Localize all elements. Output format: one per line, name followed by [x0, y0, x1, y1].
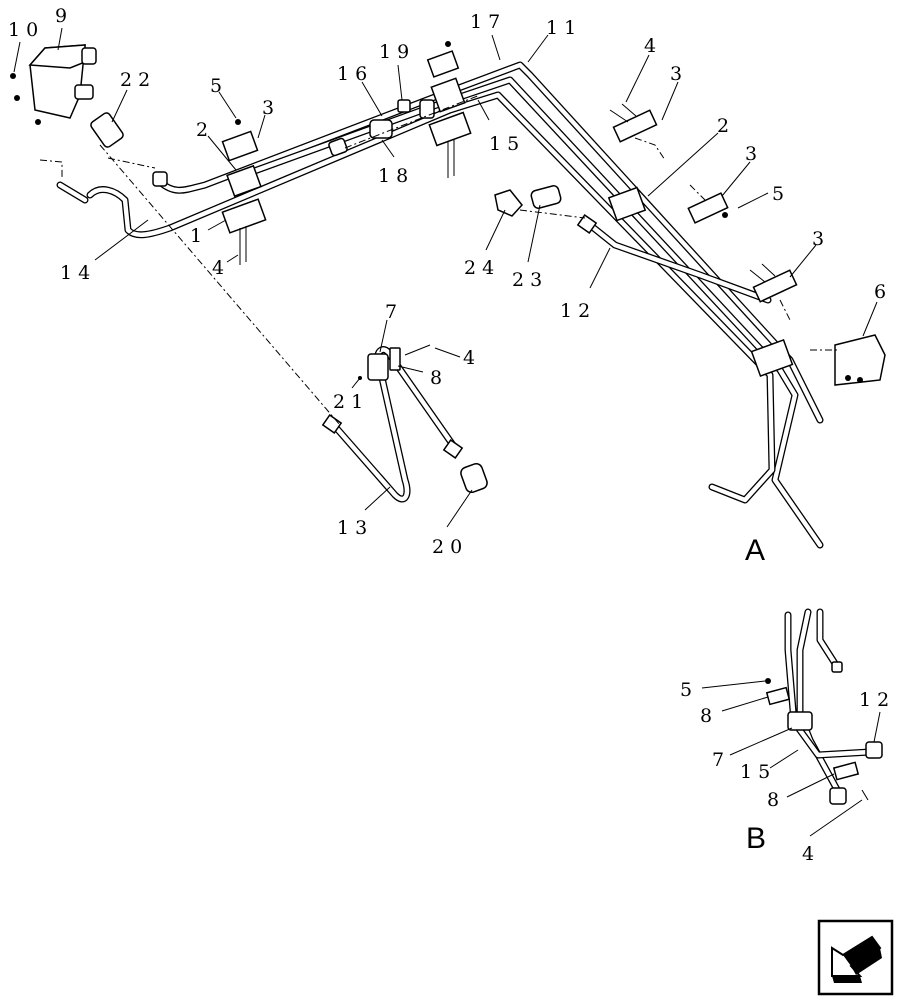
callout-3: 3	[745, 143, 763, 165]
callout-3: 3	[670, 63, 688, 85]
callout-4: 4	[644, 35, 662, 57]
callout-23: 23	[512, 269, 548, 291]
callout-12: 12	[859, 689, 895, 711]
callout-13: 13	[337, 517, 373, 539]
callout-8: 8	[430, 367, 448, 389]
callout-18: 18	[378, 165, 414, 187]
callout-10: 10	[8, 19, 44, 41]
callout-19: 19	[379, 41, 415, 63]
callout-2: 2	[717, 115, 735, 137]
callout-14: 14	[60, 262, 96, 284]
view-a-label: A	[745, 534, 765, 567]
callout-17: 17	[470, 11, 506, 33]
callout-24: 24	[464, 257, 500, 279]
callout-22: 22	[120, 69, 156, 91]
callout-4: 4	[802, 843, 820, 865]
clamp-brackets	[221, 41, 886, 386]
callout-6: 6	[874, 281, 892, 303]
callout-16: 16	[337, 63, 373, 85]
callout-9: 9	[55, 5, 73, 27]
callout-7: 7	[385, 301, 403, 323]
callout-8: 8	[700, 705, 718, 727]
callout-3: 3	[262, 97, 280, 119]
callout-4: 4	[463, 347, 481, 369]
callout-5: 5	[680, 679, 698, 701]
callout-5: 5	[772, 183, 790, 205]
tube-12	[576, 214, 772, 304]
callout-21: 21	[333, 391, 369, 413]
callout-15: 15	[489, 133, 525, 155]
callout-12: 12	[560, 300, 596, 322]
callout-2: 2	[196, 119, 214, 141]
callout-11: 11	[546, 17, 582, 39]
callout-15: 15	[740, 761, 776, 783]
assembly-guide-lines	[39, 94, 840, 426]
callout-3: 3	[812, 228, 830, 250]
fitting-parts	[90, 99, 562, 494]
callout-7: 7	[712, 749, 730, 771]
callout-20: 20	[432, 536, 468, 558]
view-b-label: B	[746, 822, 766, 855]
tube-13-loop	[321, 344, 464, 503]
leader-lines	[13, 27, 881, 837]
callout-1: 1	[190, 225, 208, 247]
back-arrow-icon[interactable]	[817, 919, 894, 996]
callout-4: 4	[212, 257, 230, 279]
callout-labels: 10 9 22 5 3 2 16 19 17 11 4 3 15 18 2 3 …	[8, 5, 895, 865]
valve-block	[10, 44, 97, 125]
callout-5: 5	[210, 75, 228, 97]
view-b-detail	[765, 608, 883, 805]
callout-8: 8	[767, 789, 785, 811]
view-a-assembly	[10, 41, 886, 549]
